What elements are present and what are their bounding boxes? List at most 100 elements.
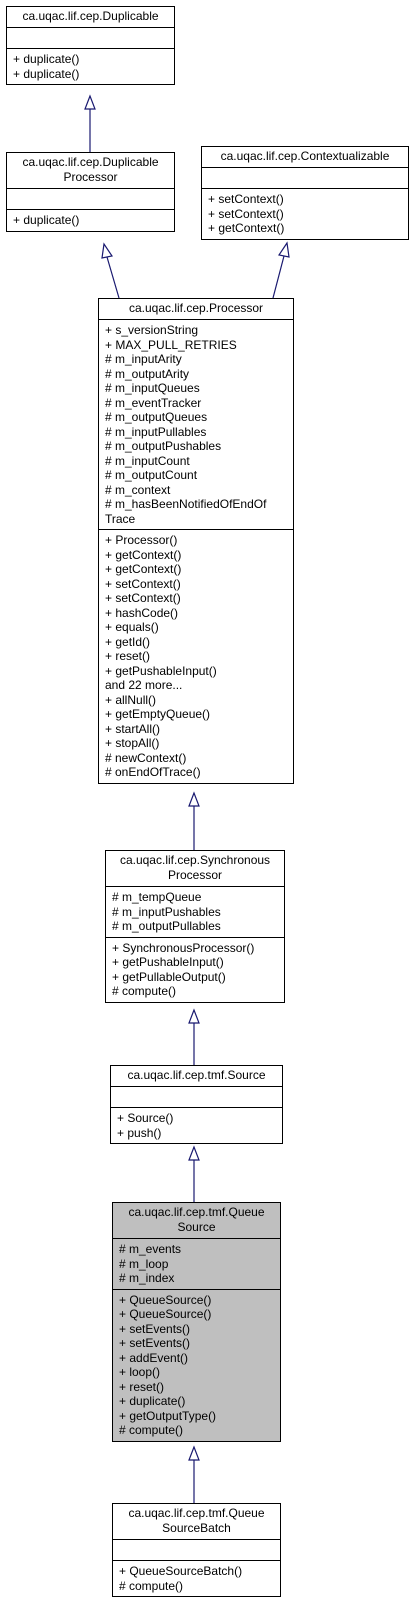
class-title-line: ca.uqac.lif.cep.Processor xyxy=(128,301,264,315)
attribute-item: # m_outputQueues xyxy=(105,410,208,424)
class-methods-section: + QueueSourceBatch()# compute() xyxy=(113,1561,280,1596)
method-item: + getId() xyxy=(105,634,151,649)
attribute-item: # m_index xyxy=(119,1271,175,1285)
method-item: + duplicate() xyxy=(13,52,80,66)
arrowhead-queue-source xyxy=(188,1445,200,1461)
class-title-line: ca.uqac.lif.cep.tmf.Source xyxy=(127,1068,266,1082)
attribute-item: # m_inputPushables xyxy=(112,904,221,919)
attribute-item: # m_tempQueue xyxy=(112,890,202,904)
method-item: # compute() xyxy=(112,984,177,998)
method-item: # compute() xyxy=(119,1578,184,1593)
attribute-item: # m_inputQueues xyxy=(105,381,200,395)
method-item: + getContext() xyxy=(208,221,285,235)
method-item: # onEndOfTrace() xyxy=(105,765,201,779)
class-title-line: ca.uqac.lif.cep.Synchronous xyxy=(119,853,271,867)
class-title-line: Processor xyxy=(167,868,223,882)
class-methods-section: + Source()+ push() xyxy=(111,1108,282,1143)
class-methods-section: + setContext()+ setContext()+ getContext… xyxy=(202,189,408,239)
method-item: + stopAll() xyxy=(105,736,160,750)
method-item: + QueueSource() xyxy=(119,1292,212,1307)
attribute-item: # m_inputArity xyxy=(105,352,182,366)
method-item: + setContext() xyxy=(105,591,181,605)
edge-processor-to-duplicable-processor xyxy=(106,256,120,299)
method-item: + getContext() xyxy=(105,547,182,562)
attribute-item: # m_outputArity xyxy=(105,366,190,381)
arrowhead-duplicable-processor xyxy=(101,242,113,259)
method-item: + getContext() xyxy=(105,562,182,576)
class-title: ca.uqac.lif.cep.tmf.Source xyxy=(111,1066,282,1087)
method-item: + setEvents() xyxy=(119,1336,191,1350)
class-box-source[interactable]: ca.uqac.lif.cep.tmf.Source + Source()+ pu… xyxy=(110,1065,283,1144)
class-title: ca.uqac.lif.cep.Duplicable xyxy=(7,7,174,28)
class-attributes-section: # m_events# m_loop# m_index xyxy=(113,1239,280,1290)
method-item: + duplicate() xyxy=(13,66,80,81)
attribute-item: # m_outputPushables xyxy=(105,439,222,453)
method-item: + equals() xyxy=(105,620,159,634)
method-item: + Processor() xyxy=(105,533,178,547)
attribute-item: + MAX_PULL_RETRIES xyxy=(105,337,237,352)
method-item: and 22 more... xyxy=(105,678,183,692)
class-title-line: ca.uqac.lif.cep.tmf.Queue xyxy=(128,1205,265,1219)
attribute-item: # m_hasBeenNotifiedOfEndOf xyxy=(105,497,267,511)
class-attributes-section xyxy=(7,189,174,210)
arrowhead-duplicable xyxy=(84,94,96,110)
arrowhead-source xyxy=(188,1145,200,1161)
method-item: + getOutputType() xyxy=(119,1408,217,1423)
method-item: + duplicate() xyxy=(13,213,80,227)
method-item: + QueueSourceBatch() xyxy=(119,1564,243,1578)
class-attributes-section xyxy=(202,168,408,189)
class-box-contextualizable[interactable]: ca.uqac.lif.cep.Contextualizable + setCon… xyxy=(201,146,409,240)
attribute-item: # m_outputPullables xyxy=(112,919,221,933)
class-methods-section: + duplicate()+ duplicate() xyxy=(7,49,174,84)
method-item: # newContext() xyxy=(105,750,187,765)
method-item: + push() xyxy=(117,1125,162,1140)
class-title: ca.uqac.lif.cep.Processor xyxy=(99,299,293,320)
attribute-item: # m_eventTracker xyxy=(105,395,202,410)
edge-processor-to-contextualizable xyxy=(272,255,285,299)
class-attributes-section: + s_versionString+ MAX_PULL_RETRIES# m_i… xyxy=(99,320,293,530)
class-attributes-section: # m_tempQueue# m_inputPushables# m_outpu… xyxy=(106,887,284,938)
class-box-duplicable[interactable]: ca.uqac.lif.cep.Duplicable + duplicate()+… xyxy=(6,6,175,85)
class-title-line: ca.uqac.lif.cep.tmf.Queue xyxy=(128,1506,265,1520)
method-item: + reset() xyxy=(105,649,151,663)
method-item: + SynchronousProcessor() xyxy=(112,940,255,955)
method-item: + getPushableInput() xyxy=(112,955,224,969)
attribute-item: # m_inputCount xyxy=(105,453,190,468)
class-attributes-section xyxy=(113,1540,280,1561)
class-box-processor[interactable]: ca.uqac.lif.cep.Processor + s_versionStri… xyxy=(98,298,294,784)
class-attributes-section xyxy=(7,28,174,49)
method-item: + duplicate() xyxy=(119,1394,186,1408)
method-item: + hashCode() xyxy=(105,605,179,620)
class-title: ca.uqac.lif.cep.Contextualizable xyxy=(202,147,408,168)
attribute-item: # m_outputCount xyxy=(105,468,198,482)
method-item: + setContext() xyxy=(208,192,284,206)
method-item: + getPushableInput() xyxy=(105,663,217,678)
method-item: + reset() xyxy=(119,1379,165,1394)
attribute-item: + s_versionString xyxy=(105,323,199,337)
method-item: + loop() xyxy=(119,1365,161,1379)
attribute-item: # m_inputPullables xyxy=(105,424,207,439)
method-item: # compute() xyxy=(119,1423,184,1437)
method-item: + getPullableOutput() xyxy=(112,969,226,984)
method-item: + setContext() xyxy=(208,206,284,221)
class-methods-section: + duplicate() xyxy=(7,210,174,231)
class-title-line: SourceBatch xyxy=(162,1521,231,1535)
class-methods-section: + QueueSource()+ QueueSource()+ setEvent… xyxy=(113,1290,280,1441)
class-title-line: ca.uqac.lif.cep.Duplicable xyxy=(22,9,159,23)
class-title-line: Source xyxy=(177,1220,216,1234)
arrowhead-contextualizable xyxy=(278,241,290,258)
arrowhead-processor xyxy=(188,791,200,807)
method-item: + allNull() xyxy=(105,692,157,707)
class-methods-section: + SynchronousProcessor()+ getPushableInp… xyxy=(106,938,284,1002)
class-title-line: ca.uqac.lif.cep.Contextualizable xyxy=(220,149,390,163)
attribute-item: # m_context xyxy=(105,482,171,497)
arrowhead-synchronous xyxy=(188,1008,200,1024)
